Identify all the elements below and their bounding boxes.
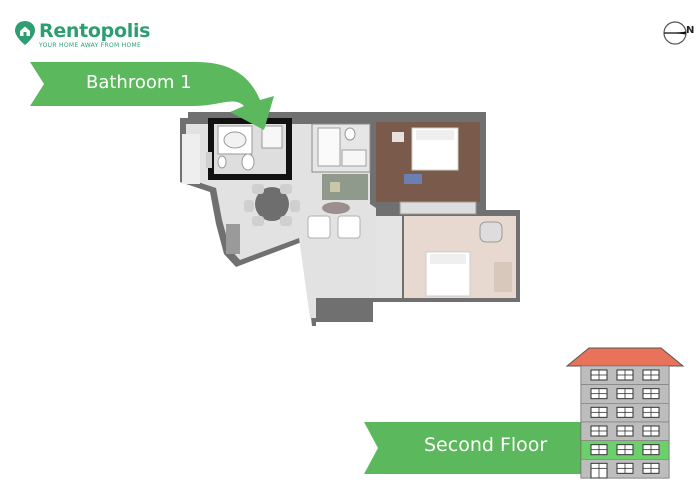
floor-plan-drawing <box>180 112 520 326</box>
compass-icon <box>663 21 687 45</box>
home-pin-icon <box>15 21 35 45</box>
floor-plan <box>180 112 520 330</box>
brand-tagline: YOUR HOME AWAY FROM HOME <box>39 42 142 49</box>
floor-label-banner: Second Floor <box>362 420 587 476</box>
curved-arrow-shape <box>30 62 274 130</box>
ribbon-shape <box>364 422 587 474</box>
building-roof <box>565 347 685 367</box>
floor-label-text: Second Floor <box>424 434 548 456</box>
building-floor-indicator <box>565 346 685 480</box>
brand-logo[interactable]: Rentopolis YOUR HOME AWAY FROM HOME <box>14 18 164 58</box>
building-icon <box>565 347 685 479</box>
compass-north-label: N <box>686 25 695 36</box>
room-label-text: Bathroom 1 <box>86 72 192 93</box>
north-compass: N <box>662 18 695 48</box>
room-label-banner: Bathroom 1 <box>26 58 278 132</box>
brand-name: Rentopolis <box>39 20 151 42</box>
